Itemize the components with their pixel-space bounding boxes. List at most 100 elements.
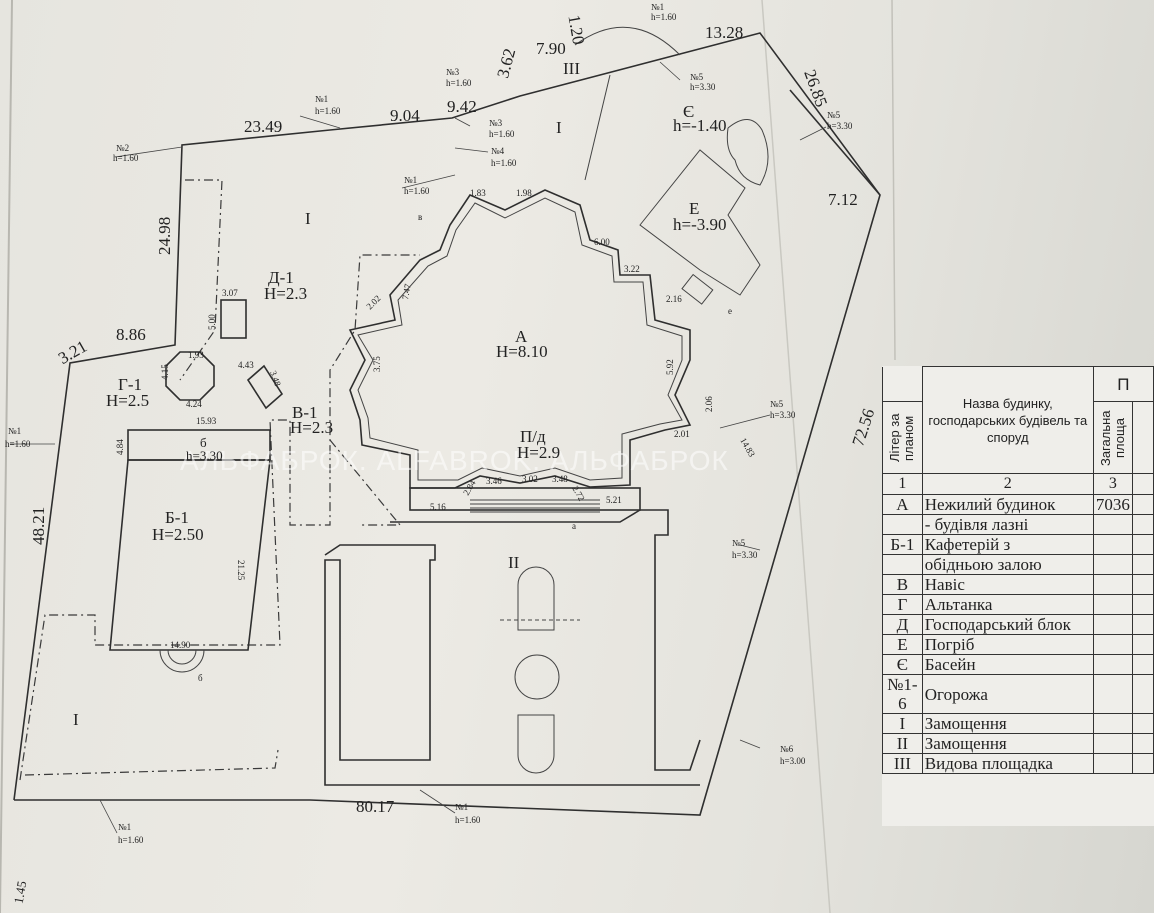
legend-name: Замощення [921, 733, 1094, 754]
dim-2-02: 2.02 [364, 293, 382, 311]
legend-row: обідньою залою [882, 554, 1154, 575]
dim-4-15: 4.15 [160, 364, 170, 380]
dim-3-07: 3.07 [222, 288, 238, 298]
dim-24-98: 24.98 [155, 217, 174, 255]
legend-num-1: 1 [882, 473, 923, 495]
legend-col-p: П [1092, 366, 1154, 402]
paper-fold-right [761, 0, 831, 913]
label-small-v: в [418, 212, 422, 222]
building-a-inner [357, 197, 683, 481]
legend-area [1092, 574, 1133, 595]
legend-name: обідньою залою [921, 554, 1094, 575]
label-g1-height: Н=2.5 [106, 391, 149, 410]
legend-row: - будівля лазні [882, 514, 1154, 535]
legend-name: Альтанка [921, 594, 1094, 615]
legend-lit: В [882, 574, 923, 595]
label-g1: Г-1 [118, 375, 142, 394]
legend-lit: Г [882, 594, 923, 615]
fence-1f: №1 [651, 2, 664, 12]
dim-3-22: 3.22 [624, 264, 640, 274]
dim-6-00: 6.00 [594, 237, 610, 247]
fence-1e: №1 [404, 175, 417, 185]
legend-lit: III [882, 753, 923, 774]
dim-1-45: 1.45 [11, 880, 30, 905]
dim-1-83: 1.83 [470, 188, 486, 198]
fence-6-h: h=3.00 [780, 756, 806, 766]
dim-5-21: 5.21 [606, 495, 622, 505]
paper-fold-left [0, 0, 13, 913]
zone-i-east: I [556, 118, 562, 137]
legend-name: Замощення [921, 713, 1094, 734]
dim-3-21: 3.21 [55, 337, 90, 368]
dim-5-92: 5.92 [665, 359, 675, 375]
dim-3-75: 3.75 [372, 356, 382, 372]
dim-15-93: 15.93 [196, 416, 217, 426]
pavement-zone-outline [19, 254, 420, 781]
label-e-height: h=-3.90 [673, 215, 727, 234]
legend-lit: I [882, 713, 923, 734]
fence-6: №6 [780, 744, 794, 754]
legend-lit: II [882, 733, 923, 754]
fence-5b: №5 [827, 110, 841, 120]
label-d1-height: Н=2.3 [264, 284, 307, 303]
legend-area [1092, 554, 1133, 575]
label-a-height: Н=8.10 [496, 342, 548, 361]
fence-3a: №3 [446, 67, 460, 77]
label-b1-height: Н=2.50 [152, 525, 204, 544]
legend-name: Видова площадка [921, 753, 1094, 774]
dim-80-17: 80.17 [356, 797, 395, 816]
legend-name: Кафетерій з [921, 534, 1094, 555]
fence-1b-h: h=1.60 [5, 439, 31, 449]
label-b1: Б-1 [165, 508, 189, 527]
fence-3a-h: h=1.60 [446, 78, 472, 88]
fountain-bottom [517, 714, 555, 774]
legend-area [1092, 674, 1133, 714]
dim-3-62: 3.62 [493, 46, 519, 80]
plot-boundary [13, 32, 881, 816]
dim-2-16: 2.16 [666, 294, 682, 304]
fence-1a-h: h=1.60 [315, 106, 341, 116]
dim-7-47: 7.47 [400, 283, 413, 301]
dim-3-46: 3.46 [486, 476, 502, 486]
entrance-steps [470, 499, 600, 513]
fence-1c: №1 [455, 802, 468, 812]
legend-col-area: Загальна площа [1097, 409, 1127, 466]
zone-ii-west [324, 544, 700, 786]
label-d1: Д-1 [268, 268, 294, 287]
dim-4-43: 4.43 [238, 360, 254, 370]
legend-area [1092, 534, 1133, 555]
dim-5-00: 5.00 [207, 314, 217, 330]
dim-1-93: 1.93 [188, 350, 204, 360]
legend-area [1092, 654, 1133, 675]
dim-21-25: 21.25 [236, 560, 246, 581]
dim-2-01: 2.01 [674, 429, 690, 439]
dim-7-90: 7.90 [536, 39, 566, 58]
legend-area [1092, 514, 1133, 535]
building-labels: А Н=8.10 Б-1 Н=2.50 Г-1 Н=2.5 В-1 Н=2.3 … [73, 59, 732, 729]
legend-name: Басейн [921, 654, 1094, 675]
dim-3-02: 3.02 [522, 474, 538, 484]
legend-area [1092, 753, 1133, 774]
label-b6-height: h=3.30 [186, 448, 223, 463]
dim-14-90: 14.90 [170, 640, 191, 650]
fence-1d-h: h=1.60 [118, 835, 144, 845]
legend-name: Погріб [921, 634, 1094, 655]
legend-lit [882, 514, 923, 535]
fence-5c-h: h=3.30 [770, 410, 796, 420]
cellar-entrance [681, 273, 714, 305]
dim-26-85: 26.85 [800, 67, 831, 109]
fence-4-h: h=1.60 [491, 158, 517, 168]
legend-lit: Е [882, 634, 923, 655]
canopy-v1 [246, 364, 284, 410]
legend-lit: Є [882, 654, 923, 675]
dim-4-24: 4.24 [186, 399, 202, 409]
zone-divider [584, 74, 611, 181]
legend-area [1092, 634, 1133, 655]
paper-fold-edge [891, 0, 896, 361]
legend-lit: А [882, 494, 923, 515]
